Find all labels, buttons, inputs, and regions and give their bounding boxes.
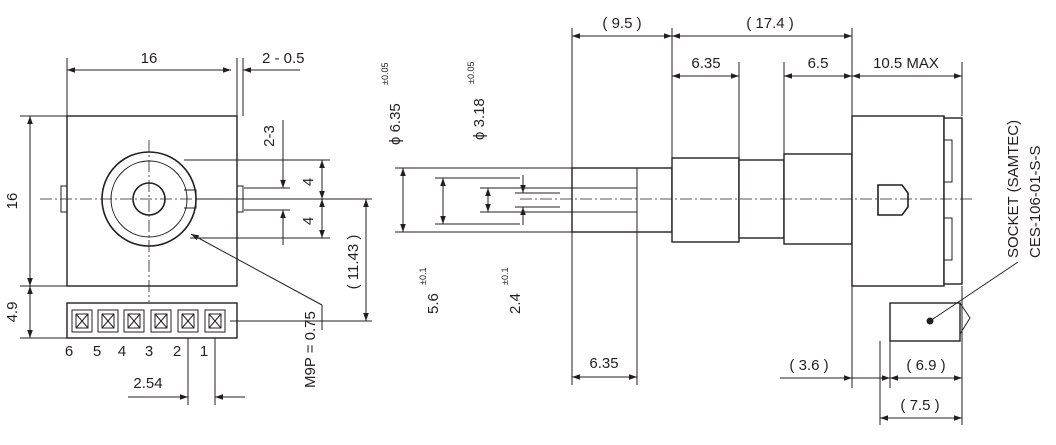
- bushing-len-label: 6.5: [808, 55, 829, 72]
- width-label: 16: [141, 50, 158, 67]
- dia-shaft-tol: ±0.05: [380, 63, 390, 85]
- dia-inner-tol: ±0.05: [466, 62, 476, 84]
- socket-label-2: CES-106-01-S-S: [1027, 145, 1044, 258]
- terminal-pins: [71, 309, 226, 333]
- body-len-label: ( 17.4 ): [746, 15, 794, 32]
- connector-label: M9P = 0.75: [302, 311, 319, 388]
- dim-24-label: 2.4: [507, 293, 524, 314]
- pin-number: 6: [65, 343, 73, 360]
- knurl: [671, 157, 740, 243]
- shaft: [571, 167, 673, 233]
- pin-row-label: 4.9: [4, 302, 21, 323]
- pin-number: 5: [93, 343, 101, 360]
- pin-number: 1: [200, 343, 208, 360]
- side-view: ( 9.5 ) ( 17.4 ) 6.35 6.5 10.5 MAX ϕ 6.3…: [380, 15, 1044, 425]
- flat-len-label: 6.35: [589, 355, 618, 372]
- dim-56-tol: ±0.1: [418, 268, 428, 285]
- pot-body: [851, 115, 945, 287]
- half-b-label: 4: [300, 217, 317, 225]
- dim-56-label: 5.6: [425, 293, 442, 314]
- gap-36-label: ( 3.6 ): [789, 357, 828, 374]
- dia-inner-label: ϕ 3.18: [471, 98, 488, 140]
- pin-number: 2: [173, 343, 181, 360]
- depth-label: 10.5 MAX: [873, 55, 939, 72]
- socket-label-1: SOCKET (SAMTEC): [1005, 120, 1022, 258]
- height-label: 16: [4, 193, 21, 210]
- pin-number: 4: [118, 343, 126, 360]
- shaft-len-label: ( 9.5 ): [602, 15, 641, 32]
- gap-69-label: ( 6.9 ): [906, 357, 945, 374]
- offset-label: 2-3: [261, 125, 278, 147]
- rear-cap: [943, 117, 963, 285]
- dia-shaft-label: ϕ 6.35: [387, 103, 404, 145]
- knurl-len-label: 6.35: [691, 55, 720, 72]
- pin-offset-label: ( 11.43 ): [345, 235, 362, 290]
- pitch-label: 2.54: [133, 375, 162, 392]
- pin-number: 3: [145, 343, 153, 360]
- socket: [889, 302, 961, 342]
- half-a-label: 4: [300, 178, 317, 186]
- dim-24-tol: ±0.1: [500, 268, 510, 285]
- front-view: 16 2 - 0.5 16 4.9 2-3 4 4 ( 11.43 ) M9P …: [4, 50, 372, 405]
- flat-label: 2 - 0.5: [262, 50, 305, 67]
- front-body: [66, 115, 238, 287]
- gap-75-label: ( 7.5 ): [900, 397, 939, 414]
